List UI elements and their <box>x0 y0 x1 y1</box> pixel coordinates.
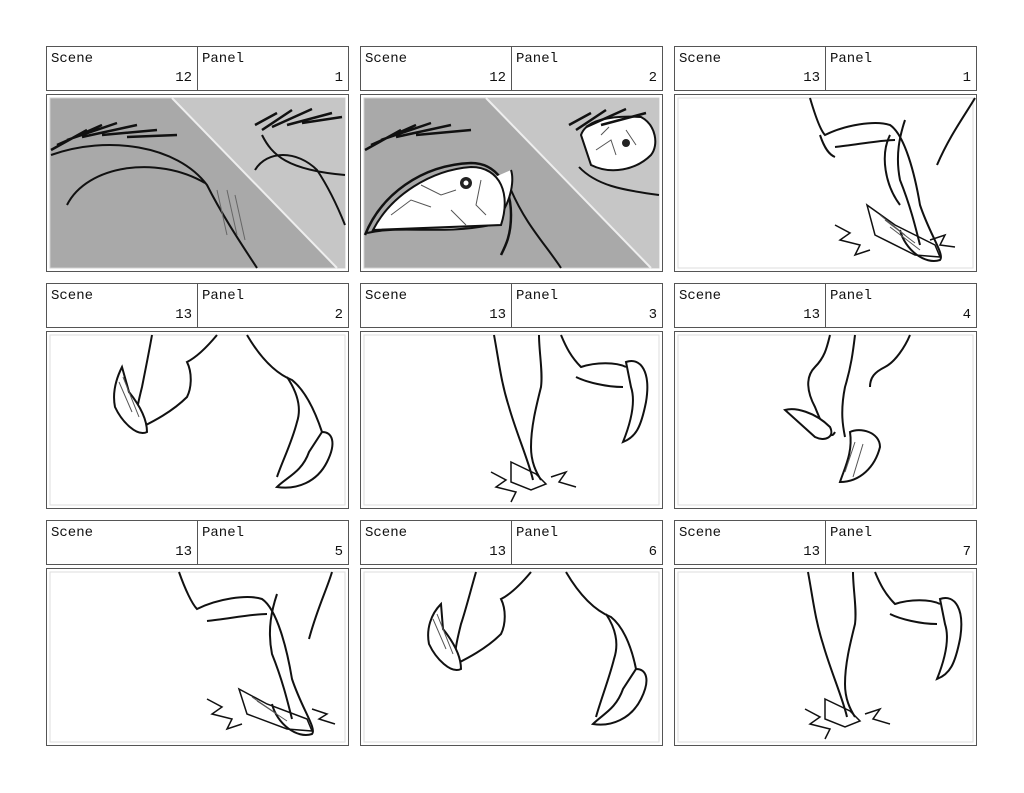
scene-label: Scene <box>365 525 408 541</box>
feet-stomp-sketch <box>677 571 974 743</box>
panel-header: Scene 13 Panel 7 <box>674 520 977 565</box>
scene-box: Scene 13 <box>47 521 197 564</box>
scene-number: 13 <box>803 70 820 86</box>
scene-label: Scene <box>51 525 94 541</box>
panel-number: 4 <box>962 307 971 323</box>
scene-number: 12 <box>489 70 506 86</box>
scene-label: Scene <box>51 288 94 304</box>
panel-frame <box>674 94 977 272</box>
panel-label: Panel <box>516 525 559 541</box>
panel-number: 3 <box>648 307 657 323</box>
scene-box: Scene 12 <box>47 47 197 90</box>
panel-label: Panel <box>830 51 873 67</box>
panel-header: Scene 13 Panel 2 <box>46 283 349 328</box>
panel-box: Panel 4 <box>825 284 976 327</box>
scene-box: Scene 13 <box>675 284 825 327</box>
scene-number: 13 <box>175 544 192 560</box>
panel-frame <box>674 331 977 509</box>
panel-header: Scene 12 Panel 2 <box>360 46 663 91</box>
feet-stomp-sketch <box>49 571 346 743</box>
panel-box: Panel 3 <box>511 284 662 327</box>
panel-frame <box>360 331 663 509</box>
running-legs-sketch <box>677 334 974 506</box>
scene-box: Scene 13 <box>361 284 511 327</box>
panel-box: Panel 5 <box>197 521 348 564</box>
panel-label: Panel <box>202 288 245 304</box>
panel-box: Panel 1 <box>825 47 976 90</box>
panel-label: Panel <box>202 51 245 67</box>
panel-frame <box>674 568 977 746</box>
panel-label: Panel <box>516 288 559 304</box>
panel-box: Panel 2 <box>197 284 348 327</box>
panel-label: Panel <box>516 51 559 67</box>
scene-box: Scene 13 <box>361 521 511 564</box>
panel-number: 6 <box>648 544 657 560</box>
panel-number: 1 <box>334 70 343 86</box>
panel-header: Scene 13 Panel 6 <box>360 520 663 565</box>
scene-label: Scene <box>679 51 722 67</box>
panel-box: Panel 1 <box>197 47 348 90</box>
scene-box: Scene 13 <box>675 47 825 90</box>
scene-number: 12 <box>175 70 192 86</box>
panel-frame <box>46 331 349 509</box>
panel-header: Scene 13 Panel 5 <box>46 520 349 565</box>
scene-label: Scene <box>51 51 94 67</box>
panel-number: 2 <box>648 70 657 86</box>
panel-box: Panel 6 <box>511 521 662 564</box>
panel-box: Panel 7 <box>825 521 976 564</box>
panel-frame <box>360 568 663 746</box>
feet-stomp-sketch <box>677 97 976 269</box>
scene-label: Scene <box>679 525 722 541</box>
closed-eyes-sketch <box>49 97 346 269</box>
panel-number: 7 <box>962 544 971 560</box>
scene-number: 13 <box>803 544 820 560</box>
feet-stomp-sketch <box>363 334 660 506</box>
scene-label: Scene <box>679 288 722 304</box>
panel-label: Panel <box>830 525 873 541</box>
panel-header: Scene 13 Panel 4 <box>674 283 977 328</box>
scene-number: 13 <box>489 544 506 560</box>
panel-label: Panel <box>830 288 873 304</box>
panel-header: Scene 13 Panel 3 <box>360 283 663 328</box>
panel-box: Panel 2 <box>511 47 662 90</box>
panel-header: Scene 13 Panel 1 <box>674 46 977 91</box>
scene-number: 13 <box>489 307 506 323</box>
scene-box: Scene 13 <box>675 521 825 564</box>
panel-label: Panel <box>202 525 245 541</box>
scene-box: Scene 13 <box>47 284 197 327</box>
panel-frame <box>46 94 349 272</box>
open-eyes-sketch <box>363 97 660 269</box>
panel-number: 2 <box>334 307 343 323</box>
running-legs-sketch <box>363 571 660 743</box>
scene-label: Scene <box>365 288 408 304</box>
panel-header: Scene 12 Panel 1 <box>46 46 349 91</box>
panel-number: 5 <box>334 544 343 560</box>
panel-number: 1 <box>962 70 971 86</box>
scene-label: Scene <box>365 51 408 67</box>
scene-number: 13 <box>803 307 820 323</box>
panel-frame <box>360 94 663 272</box>
running-legs-sketch <box>49 334 346 506</box>
scene-box: Scene 12 <box>361 47 511 90</box>
panel-frame <box>46 568 349 746</box>
scene-number: 13 <box>175 307 192 323</box>
